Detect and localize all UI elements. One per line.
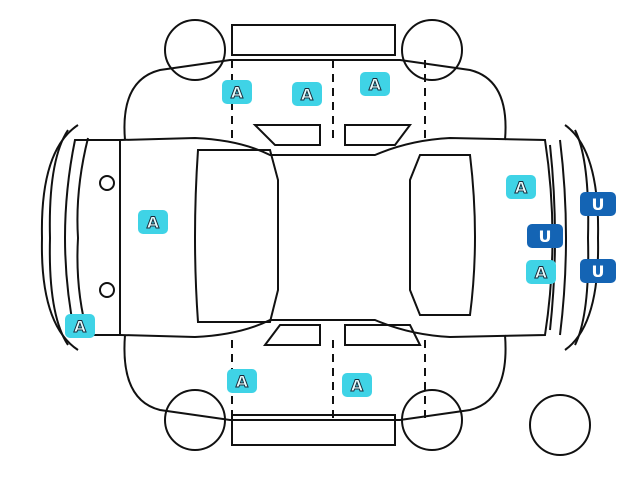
marker-a-roof-center[interactable]: A — [292, 82, 322, 106]
marker-a-trunk-lower[interactable]: A — [526, 260, 556, 284]
marker-a-side-left[interactable]: A — [227, 369, 257, 393]
marker-u-rear-lower[interactable]: U — [580, 259, 616, 283]
marker-a-roof-left[interactable]: A — [222, 80, 252, 104]
marker-a-front-bumper[interactable]: A — [65, 314, 95, 338]
marker-u-rear-panel[interactable]: U — [527, 224, 563, 248]
marker-a-trunk-upper[interactable]: A — [506, 175, 536, 199]
marker-u-rear-upper[interactable]: U — [580, 192, 616, 216]
marker-a-roof-right[interactable]: A — [360, 72, 390, 96]
marker-a-hood[interactable]: A — [138, 210, 168, 234]
marker-a-side-right[interactable]: A — [342, 373, 372, 397]
